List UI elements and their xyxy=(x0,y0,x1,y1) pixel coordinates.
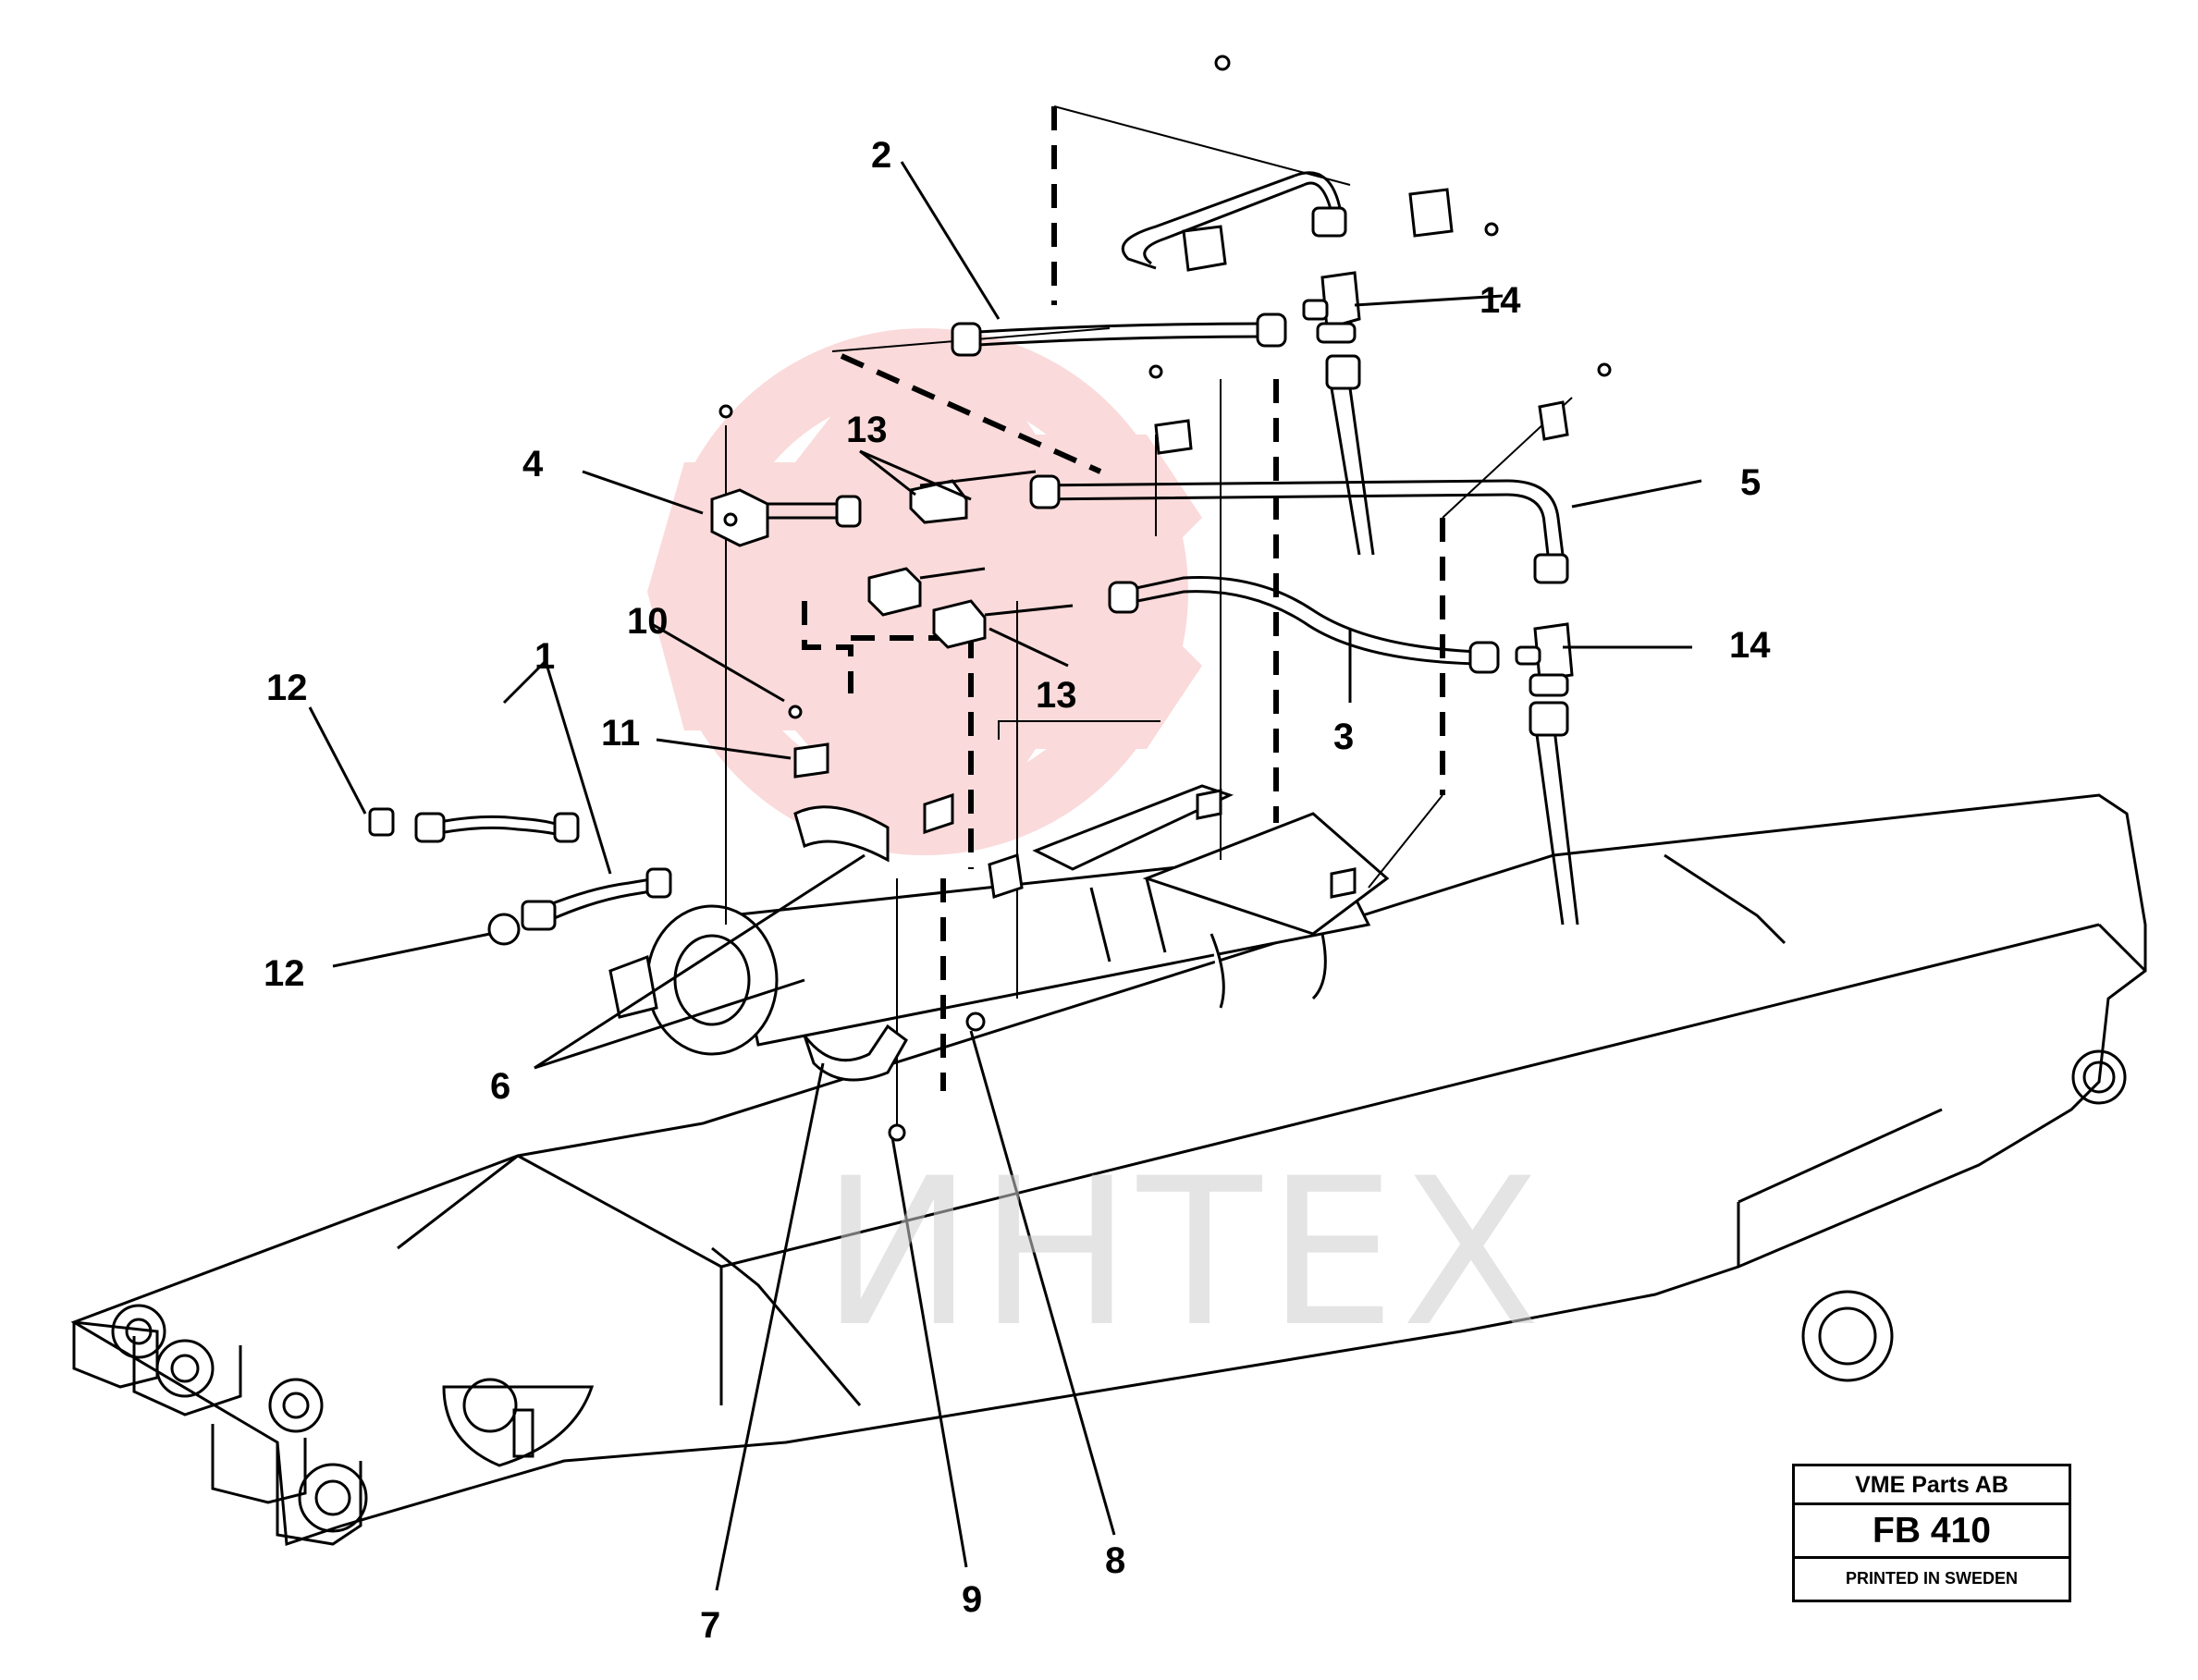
callout-8[interactable]: 8 xyxy=(1105,1540,1126,1581)
components xyxy=(368,55,1612,1142)
callout-11[interactable]: 11 xyxy=(601,713,641,754)
callout-4[interactable]: 4 xyxy=(522,444,544,484)
callout-1[interactable]: 1 xyxy=(534,636,556,677)
assembly-guide-lines xyxy=(802,106,1445,1091)
watermark-text: ИНТЕХ xyxy=(821,1134,1547,1371)
drawing-code: FB 410 xyxy=(1795,1505,2069,1559)
callout-14-top[interactable]: 14 xyxy=(1480,280,1521,321)
printed-note: PRINTED IN SWEDEN xyxy=(1845,1569,2018,1588)
callout-9[interactable]: 9 xyxy=(962,1579,983,1620)
boom-arm xyxy=(70,793,2147,1547)
callout-5[interactable]: 5 xyxy=(1740,462,1762,503)
callout-2[interactable]: 2 xyxy=(871,135,892,176)
callout-12-lower[interactable]: 12 xyxy=(264,953,305,994)
callout-14-lower[interactable]: 14 xyxy=(1729,625,1771,666)
hydraulic-cylinder xyxy=(608,784,1390,1056)
leader-lines xyxy=(308,161,1702,1591)
callout-12-top[interactable]: 12 xyxy=(266,668,308,708)
callout-10[interactable]: 10 xyxy=(627,601,669,642)
company-name: VME Parts AB xyxy=(1795,1466,2069,1505)
centre-lines xyxy=(725,105,1573,1128)
title-block: VME Parts AB FB 410 PRINTED IN SWEDEN xyxy=(1792,1464,2071,1602)
callout-13-lower[interactable]: 13 xyxy=(1036,675,1077,716)
callout-13-top[interactable]: 13 xyxy=(846,410,888,450)
callout-3[interactable]: 3 xyxy=(1333,717,1355,757)
watermark-emblem xyxy=(647,328,1202,855)
callout-7[interactable]: 7 xyxy=(700,1605,721,1646)
callout-6[interactable]: 6 xyxy=(490,1066,511,1107)
